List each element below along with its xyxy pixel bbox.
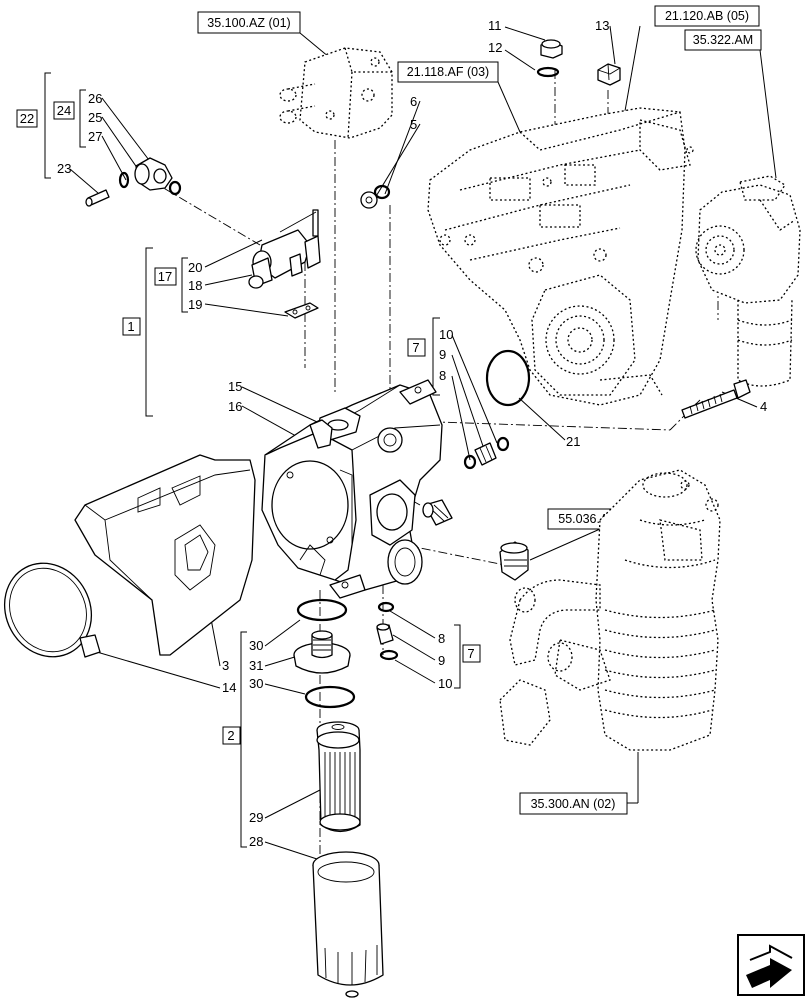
callout-7-upper[interactable]: 7 (407, 338, 426, 357)
callout-24[interactable]: 24 (53, 101, 75, 120)
callout-15[interactable]: 15 (228, 379, 242, 394)
sensor-55-036 (499, 541, 529, 581)
callout-30-upper[interactable]: 30 (249, 638, 263, 653)
svg-text:35.322.AM: 35.322.AM (693, 33, 753, 47)
callout-10-upper[interactable]: 10 (439, 327, 453, 342)
svg-text:24: 24 (57, 103, 71, 118)
svg-text:21.120.AB (05): 21.120.AB (05) (665, 9, 749, 23)
seal-ring-12 (536, 66, 560, 78)
callout-3[interactable]: 3 (222, 658, 229, 673)
heat-shield-3 (74, 454, 256, 656)
callout-8-lower[interactable]: 8 (438, 631, 445, 646)
svg-text:35.300.AN (02): 35.300.AN (02) (531, 797, 616, 811)
callout-12[interactable]: 12 (488, 40, 502, 55)
valve-block-ghost (279, 47, 393, 139)
plug-13 (597, 63, 621, 86)
callout-26[interactable]: 26 (88, 91, 102, 106)
callout-9-lower[interactable]: 9 (438, 653, 445, 668)
callout-5[interactable]: 5 (410, 117, 417, 132)
callout-28[interactable]: 28 (249, 834, 263, 849)
callout-6[interactable]: 6 (410, 94, 417, 109)
ref-35-100-az[interactable]: 35.100.AZ (01) (197, 11, 301, 34)
elbow-fitting-26 (134, 157, 173, 191)
o-ring-10-lower (379, 649, 399, 661)
engine-block-ghost (427, 107, 694, 406)
o-ring-8-lower (377, 601, 395, 613)
hydraulic-pump-ghost (695, 175, 801, 387)
callout-22[interactable]: 22 (16, 109, 38, 128)
svg-text:1: 1 (127, 319, 134, 334)
svg-text:35.100.AZ (01): 35.100.AZ (01) (207, 16, 290, 30)
callout-25[interactable]: 25 (88, 110, 102, 125)
callout-13[interactable]: 13 (595, 18, 609, 33)
filter-element-29 (316, 721, 361, 833)
adapter-9-lower (376, 623, 394, 645)
callout-1[interactable]: 1 (122, 317, 141, 336)
callout-17[interactable]: 17 (154, 267, 177, 286)
callout-19[interactable]: 19 (188, 297, 202, 312)
callout-10-lower[interactable]: 10 (438, 676, 452, 691)
ref-21-120-ab[interactable]: 21.120.AB (05) (654, 5, 760, 27)
ref-35-300-an[interactable]: 35.300.AN (02) (519, 792, 628, 815)
callout-4[interactable]: 4 (760, 399, 767, 414)
washer-6 (373, 184, 391, 200)
gasket-19 (284, 302, 319, 319)
svg-text:22: 22 (20, 111, 34, 126)
ref-35-322-am[interactable]: 35.322.AM (684, 29, 762, 51)
o-ring-30-lower (304, 685, 356, 709)
callout-9-upper[interactable]: 9 (439, 347, 446, 362)
callout-7-lower[interactable]: 7 (462, 644, 481, 663)
o-ring-27 (118, 171, 130, 189)
callout-18[interactable]: 18 (188, 278, 202, 293)
svg-text:7: 7 (467, 646, 474, 661)
callout-31[interactable]: 31 (249, 658, 263, 673)
callout-29[interactable]: 29 (249, 810, 263, 825)
o-ring-30-upper (296, 598, 348, 622)
callout-14[interactable]: 14 (222, 680, 236, 695)
pin-23 (85, 189, 110, 207)
svg-text:17: 17 (158, 269, 172, 284)
o-ring-25 (168, 180, 182, 196)
o-ring-8-upper (463, 454, 477, 470)
callout-21[interactable]: 21 (566, 434, 580, 449)
callout-23[interactable]: 23 (57, 161, 71, 176)
filter-head-31 (293, 630, 351, 674)
adapter-9-upper (474, 442, 497, 466)
o-ring-10-upper (496, 436, 510, 452)
callout-30-lower[interactable]: 30 (249, 676, 263, 691)
filter-bowl-28 (312, 851, 384, 998)
hose-clamp-14 (3, 562, 101, 658)
callout-8-upper[interactable]: 8 (439, 368, 446, 383)
o-ring-21 (485, 349, 531, 407)
callout-20[interactable]: 20 (188, 260, 202, 275)
svg-text:21.118.AF (03): 21.118.AF (03) (407, 65, 489, 79)
plug-11 (540, 39, 563, 59)
callout-27[interactable]: 27 (88, 129, 102, 144)
svg-text:7: 7 (412, 340, 419, 355)
washer-5 (360, 191, 378, 209)
callout-16[interactable]: 16 (228, 399, 242, 414)
bolt-4 (681, 379, 751, 419)
leader-lines (69, 25, 777, 861)
solenoid-valve-18 (248, 209, 321, 289)
ref-21-118-af[interactable]: 21.118.AF (03) (397, 61, 499, 83)
svg-text:2: 2 (227, 728, 234, 743)
callout-11[interactable]: 11 (488, 18, 502, 33)
exhaust-unit-ghost (499, 469, 721, 751)
fitting-16 (422, 499, 453, 526)
next-page-arrow-icon[interactable] (737, 934, 805, 996)
callout-2[interactable]: 2 (222, 726, 241, 745)
pump-housing (261, 379, 443, 599)
